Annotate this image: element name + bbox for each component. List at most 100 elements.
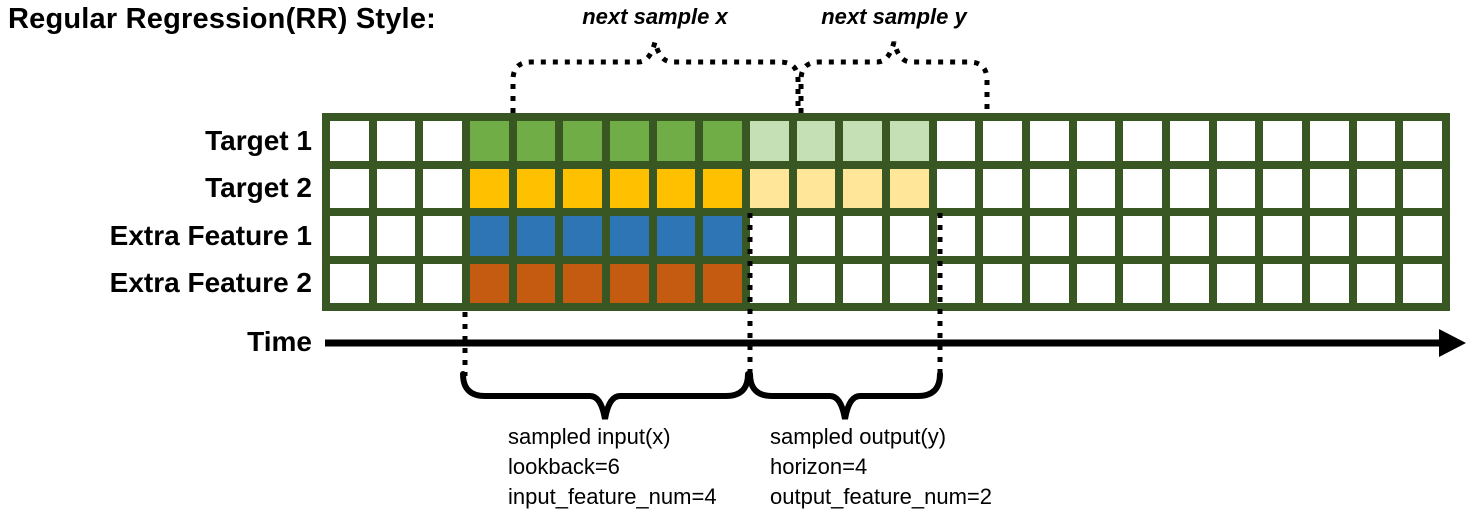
- grid-cell: [1030, 168, 1069, 208]
- grid-cell: [1263, 263, 1302, 303]
- grid-cell: [516, 168, 556, 208]
- time-axis-label: Time: [247, 326, 312, 357]
- grid-cell: [376, 263, 416, 303]
- grid-cell: [610, 168, 649, 208]
- grid-cell: [1123, 216, 1162, 256]
- grid-cell: [1170, 216, 1209, 256]
- grid-cell: [470, 121, 509, 161]
- grid-cell: [610, 216, 649, 256]
- grid-cell: [1263, 216, 1302, 256]
- sampled-input-annotation: sampled input(x) lookback=6 input_featur…: [508, 422, 717, 512]
- row-label: Target 1: [205, 124, 312, 156]
- grid-cell: [1310, 263, 1349, 303]
- output-feature-num-value: output_feature_num=2: [770, 484, 993, 509]
- grid-cell: [1310, 121, 1349, 161]
- grid-cell: [796, 263, 836, 303]
- grid-cell: [470, 263, 509, 303]
- horizon-value: horizon=4: [770, 454, 868, 479]
- grid-cell: [563, 168, 602, 208]
- grid-cell: [563, 121, 602, 161]
- grid-cell: [376, 121, 416, 161]
- grid-cell: [563, 263, 602, 303]
- grid-cell: [843, 168, 882, 208]
- grid-cell: [516, 121, 556, 161]
- grid-cell: [936, 216, 976, 256]
- grid-cell: [1123, 121, 1162, 161]
- grid-cell: [843, 121, 882, 161]
- grid-cell: [703, 168, 742, 208]
- grid-cell: [470, 168, 509, 208]
- grid-cell: [423, 263, 462, 303]
- grid-cell: [1123, 263, 1162, 303]
- grid-cell: [1356, 168, 1396, 208]
- grid-cell: [843, 263, 882, 303]
- grid-cell: [1403, 263, 1442, 303]
- grid-cell: [890, 168, 929, 208]
- grid-cell: [470, 216, 509, 256]
- grid-cell: [796, 216, 836, 256]
- grid-cell: [983, 216, 1022, 256]
- grid-cell: [936, 168, 976, 208]
- grid-cell: [1076, 168, 1116, 208]
- grid-cell: [750, 121, 789, 161]
- grid-cell: [983, 263, 1022, 303]
- grid-cell: [936, 121, 976, 161]
- row-label: Extra Feature 2: [109, 267, 312, 299]
- row-label: Extra Feature 1: [109, 219, 312, 251]
- grid-cell: [330, 216, 369, 256]
- time-series-grid: [322, 113, 1450, 311]
- grid-cell: [890, 216, 929, 256]
- grid-cell: [890, 263, 929, 303]
- grid-cell: [703, 216, 742, 256]
- grid-cell: [750, 216, 789, 256]
- input-feature-num-value: input_feature_num=4: [508, 484, 717, 509]
- next-sample-y-label: next sample y: [821, 4, 967, 29]
- grid-cell: [423, 121, 462, 161]
- grid-cell: [983, 168, 1022, 208]
- time-arrow-head: [1439, 329, 1466, 357]
- grid-cell: [1076, 121, 1116, 161]
- grid-cell: [1030, 121, 1069, 161]
- sampled-output-brace: [747, 371, 943, 420]
- grid-cell: [1403, 168, 1442, 208]
- grid-cell: [1263, 121, 1302, 161]
- grid-cell: [656, 168, 696, 208]
- sampled-input-brace: [460, 371, 751, 420]
- grid-cell: [1030, 263, 1069, 303]
- row-labels: Target 1 Target 2 Extra Feature 1 Extra Fea…: [0, 113, 312, 311]
- grid-cell: [1356, 121, 1396, 161]
- next-sample-x-brace: [510, 41, 801, 113]
- grid-cell: [1216, 168, 1256, 208]
- grid-cell: [330, 168, 369, 208]
- sampled-output-annotation: sampled output(y) horizon=4 output_featu…: [770, 422, 992, 512]
- grid-cell: [610, 263, 649, 303]
- grid-cell: [1216, 216, 1256, 256]
- grid-cell: [656, 263, 696, 303]
- grid-cell: [1263, 168, 1302, 208]
- grid-cell: [750, 168, 789, 208]
- row-label: Target 2: [205, 172, 312, 204]
- grid-cell: [610, 121, 649, 161]
- grid-cell: [1170, 263, 1209, 303]
- next-sample-x-label: next sample x: [582, 4, 728, 29]
- grid-cell: [656, 216, 696, 256]
- grid-cell: [796, 168, 836, 208]
- grid-cell: [1123, 168, 1162, 208]
- grid-cell: [376, 168, 416, 208]
- grid-cell: [1403, 216, 1442, 256]
- grid-cell: [563, 216, 602, 256]
- grid-cell: [703, 263, 742, 303]
- grid-cell: [1310, 168, 1349, 208]
- sampled-output-title: sampled output(y): [770, 424, 947, 449]
- grid-cell: [516, 216, 556, 256]
- grid-cell: [843, 216, 882, 256]
- grid-cell: [656, 121, 696, 161]
- diagram-title: Regular Regression(RR) Style:: [8, 3, 436, 35]
- grid-cell: [1170, 121, 1209, 161]
- grid-cell: [1216, 121, 1256, 161]
- grid-cell: [796, 121, 836, 161]
- grid-cell: [1076, 263, 1116, 303]
- grid-cell: [330, 121, 369, 161]
- grid-cell: [936, 263, 976, 303]
